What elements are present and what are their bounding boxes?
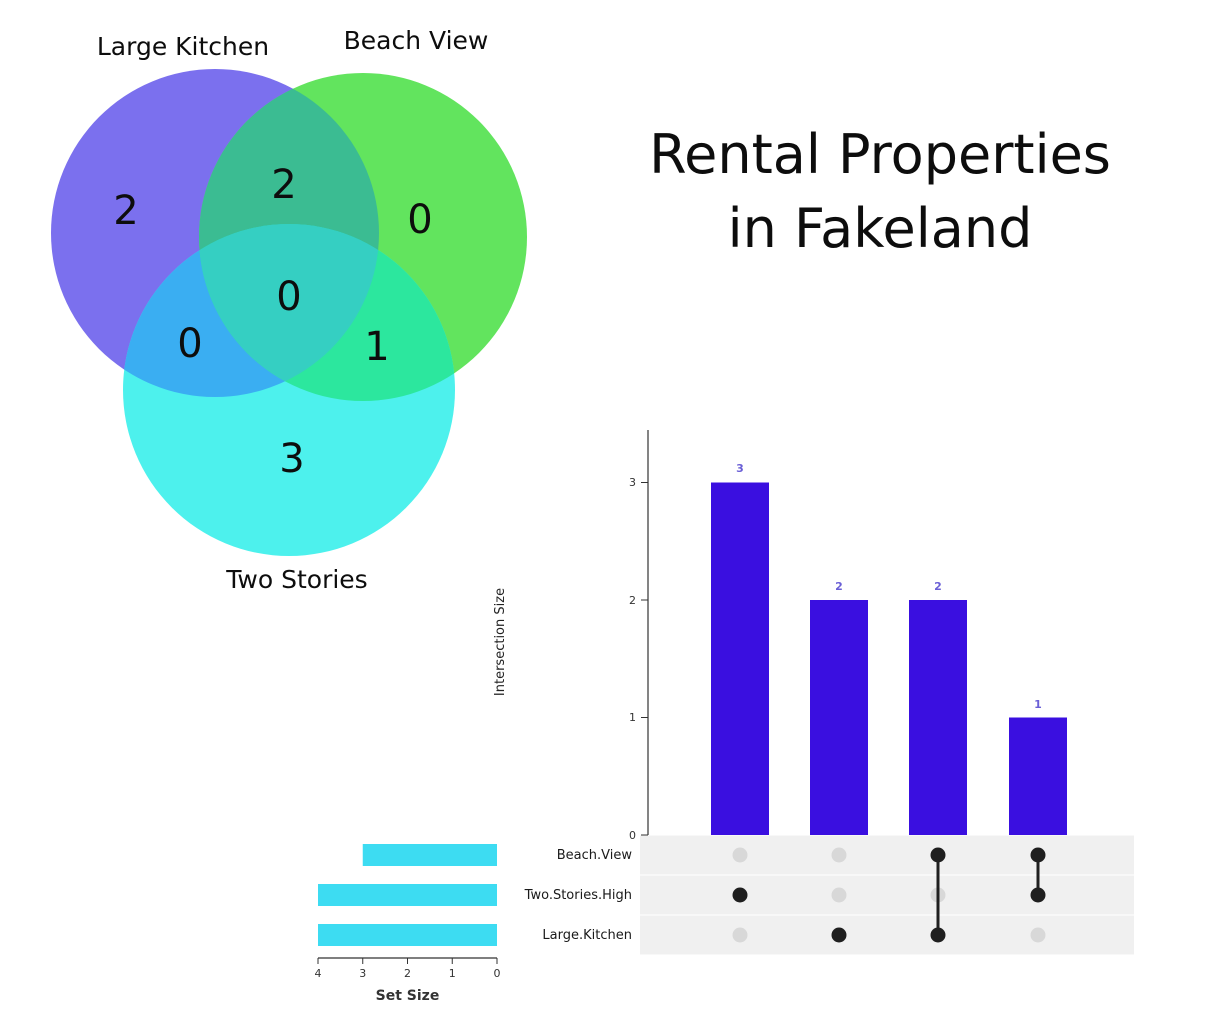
intersection-size-axis-label: Intersection Size [493,588,508,696]
venn-label-beach-view: Beach View [344,26,489,55]
matrix-row-label-beach-view: Beach.View [557,848,633,863]
intersection-bar-4 [1009,717,1067,835]
page-title: Rental Properties in Fakeland [615,118,1145,266]
set-tick-label-4: 4 [315,967,322,980]
venn-count-lk-ts: 0 [177,321,202,367]
set-size-bar-large-kitchen [318,924,497,946]
dot-col1-beach-view [732,847,748,863]
venn-count-lk-bv: 2 [271,162,296,208]
set-size-bar-beach-view [362,844,497,866]
bar-value-4: 1 [1034,698,1042,711]
venn-count-bv-ts: 1 [364,324,389,370]
venn-count-beach-view-only: 0 [407,197,432,243]
venn-diagram: Large Kitchen Beach View Two Stories 2 2… [51,26,527,594]
venn-label-large-kitchen: Large Kitchen [97,32,269,61]
y-tick-label-0: 0 [629,829,636,842]
y-tick-label-2: 2 [629,594,636,607]
set-tick-label-2: 2 [404,967,411,980]
set-tick-label-3: 3 [359,967,366,980]
bar-value-2: 2 [835,580,843,593]
matrix-row-label-large-kitchen: Large.Kitchen [542,928,632,943]
venn-count-two-stories-only: 3 [279,436,304,482]
dot-col1-two-stories-high [732,887,748,903]
intersection-bar-2 [810,600,868,835]
dot-col4-beach-view [1030,847,1046,863]
dot-col2-two-stories-high [831,887,847,903]
set-tick-label-1: 1 [449,967,456,980]
bar-value-3: 2 [934,580,942,593]
venn-label-two-stories: Two Stories [225,565,367,594]
set-tick-label-0: 0 [494,967,501,980]
venn-count-large-kitchen-only: 2 [113,188,138,234]
y-tick-label-3: 3 [629,476,636,489]
dot-col4-large-kitchen [1030,927,1046,943]
y-tick-label-1: 1 [629,711,636,724]
intersection-bar-1 [711,482,769,835]
dot-col2-large-kitchen [831,927,847,943]
matrix-row-label-two-stories-high: Two.Stories.High [524,888,632,903]
matrix-stripe-large-kitchen [640,915,1134,955]
intersection-bar-3 [909,600,967,835]
bar-value-1: 3 [736,462,744,475]
dot-col3-large-kitchen [930,927,946,943]
dot-col1-large-kitchen [732,927,748,943]
set-size-axis-label: Set Size [376,988,440,1004]
page-title-line1: Rental Properties [649,123,1111,186]
dot-col4-two-stories-high [1030,887,1046,903]
venn-count-center: 0 [276,274,301,320]
dot-col2-beach-view [831,847,847,863]
page-title-line2: in Fakeland [727,197,1033,260]
upset-plot: 0 1 2 3 Intersection Size 3 2 2 1 Beach.… [315,430,1134,1004]
set-size-bar-two-stories-high [318,884,497,906]
dot-col3-beach-view [930,847,946,863]
matrix-stripe-two-stories-high [640,875,1134,915]
matrix-stripe-beach-view [640,835,1134,875]
